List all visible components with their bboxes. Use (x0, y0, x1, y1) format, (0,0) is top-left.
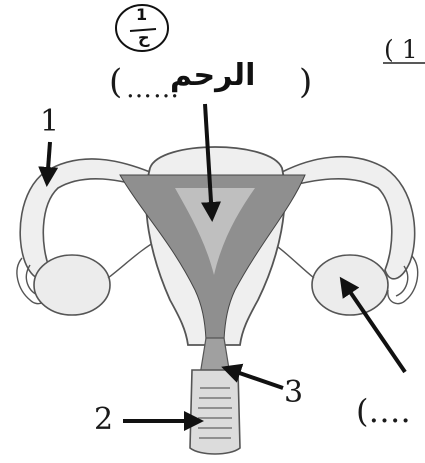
right-ovary (312, 255, 388, 315)
label-3: 3 (284, 375, 303, 410)
label-1: 1 (40, 104, 59, 139)
top-blank-close: ) (299, 62, 312, 102)
top-blank-open: ( (109, 62, 122, 102)
label-2: 2 (94, 402, 113, 437)
left-ovary (34, 255, 110, 315)
handwritten-mark-numerator: 1 (136, 5, 147, 24)
bottom-right-blank: (…. (356, 392, 411, 430)
question-number: ( 1 (384, 35, 418, 64)
vagina (190, 370, 240, 454)
handwritten-answer: الرحم (170, 58, 255, 93)
left-ovarian-ligament (108, 240, 158, 278)
handwritten-mark-denominator: ح (138, 28, 150, 47)
